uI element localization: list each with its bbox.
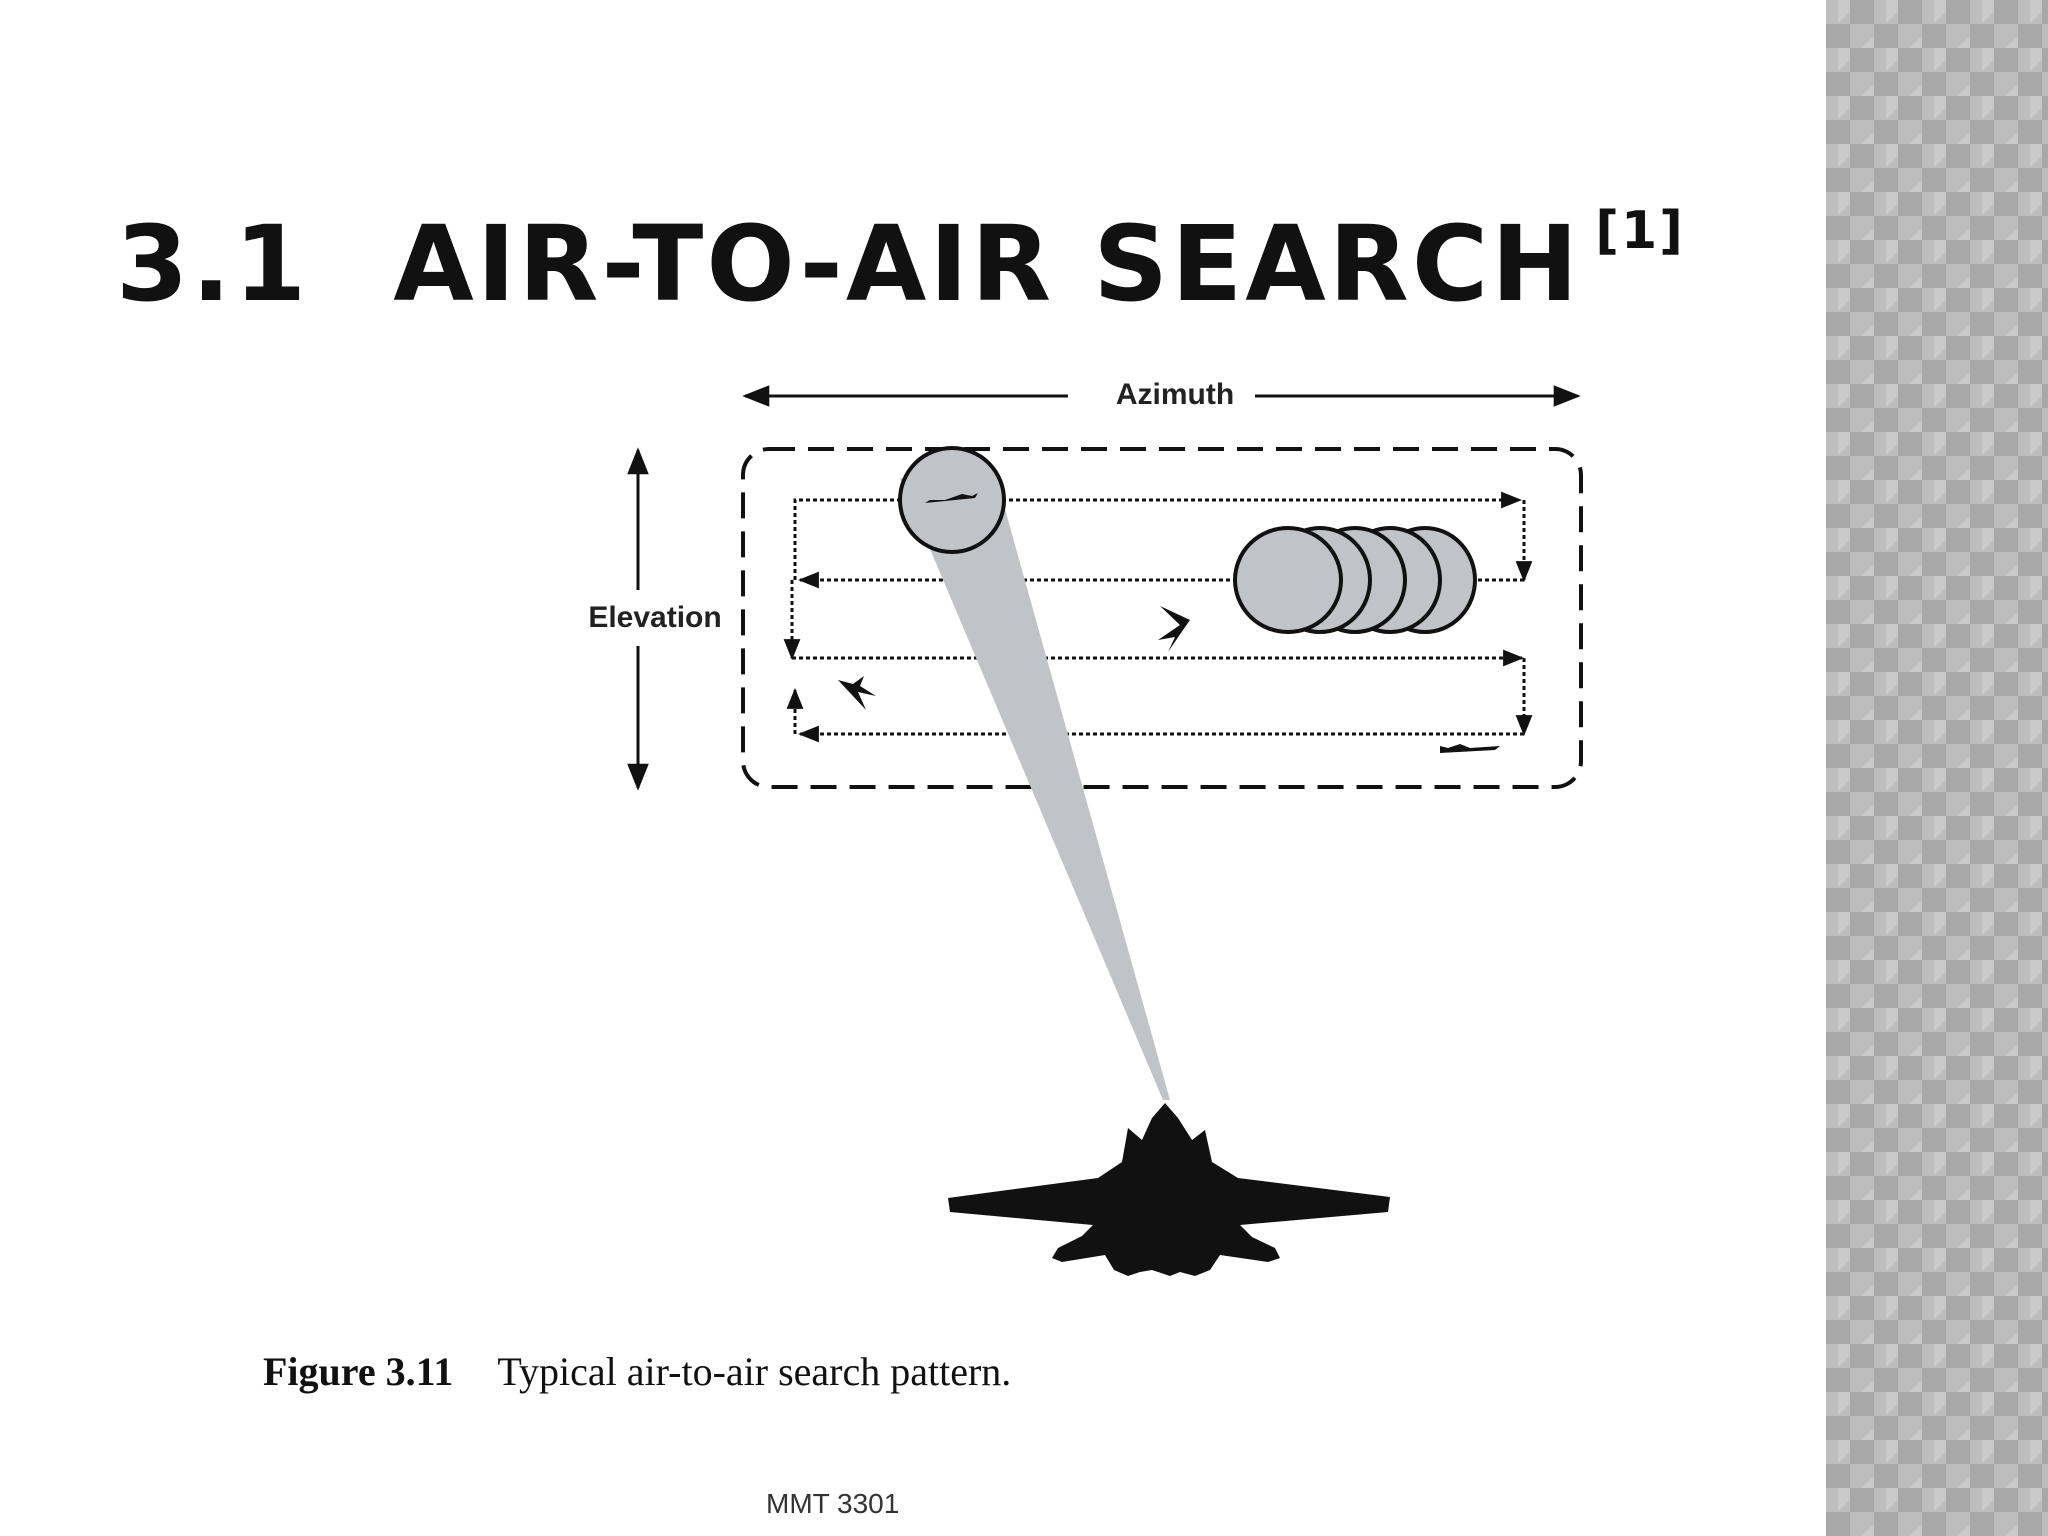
elevation-label: Elevation [588, 601, 721, 634]
figure-caption-text: Typical air-to-air search pattern. [497, 1349, 1012, 1394]
decorative-side-panel [1826, 0, 2048, 1536]
figure-caption-label: Figure 3.11 [263, 1349, 454, 1394]
beam-spot [898, 446, 1006, 554]
azimuth-label: Azimuth [1116, 378, 1234, 411]
radar-beam [900, 478, 1170, 1100]
title-text: AIR-TO-AIR SEARCH [393, 203, 1582, 325]
target-aircraft-icon [1440, 744, 1500, 753]
scan-volume-boundary [741, 447, 1583, 789]
title-number: 3.1 [116, 203, 310, 325]
slide-footer: MMT 3301 [766, 1488, 900, 1519]
target-aircraft-icon [838, 676, 876, 710]
search-pattern-diagram: Azimuth Elevation [588, 378, 1583, 1276]
fighter-jet-icon [948, 1103, 1390, 1276]
elevation-arrow: Elevation [588, 447, 722, 791]
azimuth-arrow: Azimuth [742, 378, 1581, 411]
target-aircraft-icon [1158, 606, 1190, 652]
beam-overlap-circles [1233, 526, 1477, 634]
title-reference: [1] [1595, 201, 1685, 261]
figure-caption: Figure 3.11 Typical air-to-air search pat… [263, 1348, 1011, 1395]
